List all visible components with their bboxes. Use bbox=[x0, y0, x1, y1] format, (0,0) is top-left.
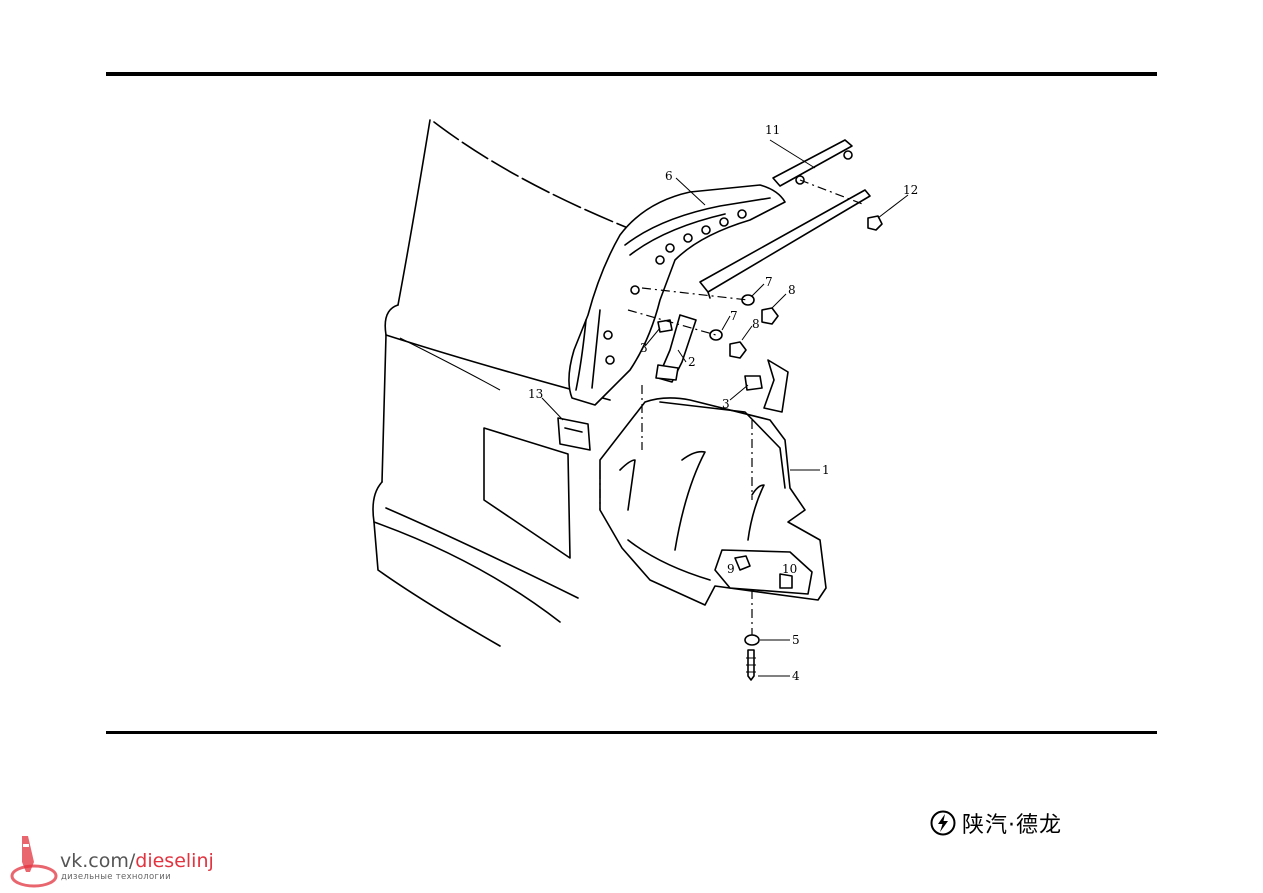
mounting-strip bbox=[699, 189, 871, 299]
part-6-upper-fender bbox=[568, 184, 786, 406]
exploded-parts-diagram: 11 6 12 7 8 7 8 3 2 3 13 1 9 10 5 4 bbox=[372, 119, 918, 683]
cab-body bbox=[372, 119, 629, 647]
callout-7-upper: 7 bbox=[765, 275, 773, 289]
callout-7-middle: 7 bbox=[730, 309, 738, 323]
callout-3-lower: 3 bbox=[722, 397, 730, 411]
callout-4: 4 bbox=[792, 669, 800, 683]
bottom-rule bbox=[106, 731, 1157, 734]
vk-watermark: vk.com/dieselinj дизельные технологии bbox=[0, 828, 240, 893]
right-bracket bbox=[744, 359, 789, 413]
brand-text: 陕汽·德龙 bbox=[962, 813, 1062, 838]
watermark-url: vk.com/dieselinj bbox=[60, 850, 214, 872]
callout-13: 13 bbox=[528, 387, 543, 401]
callout-8-middle: 8 bbox=[752, 317, 760, 331]
part-11-upper-bar bbox=[772, 139, 853, 187]
callout-2: 2 bbox=[688, 355, 696, 369]
callout-8-upper: 8 bbox=[788, 283, 796, 297]
callout-6: 6 bbox=[665, 169, 673, 183]
part-4-bolt bbox=[746, 649, 756, 681]
part-7-8-upper bbox=[741, 294, 779, 325]
assembly-lines bbox=[599, 179, 866, 635]
part-2-bracket bbox=[655, 314, 697, 383]
callout-12: 12 bbox=[903, 183, 918, 197]
part-13-clip bbox=[557, 417, 591, 451]
fuel-injector-logo-icon bbox=[10, 836, 58, 888]
shaanxi-lightning-logo-icon bbox=[930, 810, 956, 836]
callout-1: 1 bbox=[822, 463, 830, 477]
callout-10: 10 bbox=[782, 562, 797, 576]
callout-9: 9 bbox=[727, 562, 735, 576]
leader-lines bbox=[541, 139, 909, 677]
callout-5: 5 bbox=[792, 633, 800, 647]
brand-mark: 陕汽·德龙 bbox=[930, 806, 1062, 840]
part-12-nut bbox=[867, 215, 883, 231]
part-7-8-middle bbox=[709, 329, 747, 359]
watermark-subtitle: дизельные технологии bbox=[61, 872, 171, 882]
top-rule bbox=[106, 72, 1157, 76]
callout-3-upper: 3 bbox=[640, 341, 648, 355]
part-1-mudguard bbox=[599, 397, 827, 606]
callout-11: 11 bbox=[765, 123, 780, 137]
part-5-washer bbox=[744, 634, 760, 646]
